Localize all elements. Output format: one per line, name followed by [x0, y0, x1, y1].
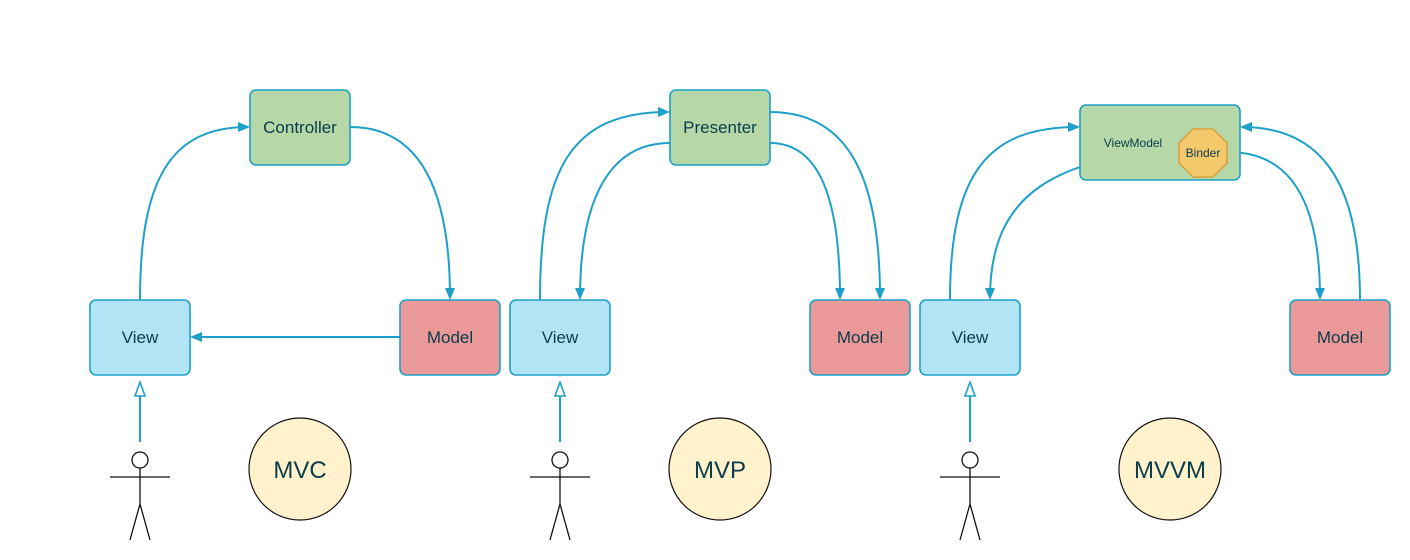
mvp-model-label: Model [837, 328, 883, 347]
mvc-controller-label: Controller [263, 118, 337, 137]
mvvm-model-node: Model [1289, 299, 1391, 376]
mvp-view-node: View [509, 299, 611, 376]
mvc-badge: MVC [248, 417, 352, 521]
mvp-view-label: View [542, 328, 579, 347]
mvp-view-to-presenter-edge [539, 107, 670, 301]
mvc-model-label: Model [427, 328, 473, 347]
mvvm-badge-label: MVVM [1134, 457, 1206, 484]
mvp-badge-label: MVP [694, 457, 746, 484]
mvp-presenter-node: Presenter [669, 89, 771, 166]
mvvm-view-node: View [919, 299, 1021, 376]
mvp-presenter-to-view-edge [575, 142, 671, 300]
mvvm-model-to-viewmodel-edge [1240, 122, 1361, 301]
mvvm-badge: MVVM [1118, 417, 1222, 521]
mvvm-viewmodel-to-model-edge [1227, 151, 1325, 300]
mvp-presenter-label: Presenter [683, 118, 757, 137]
mvp-model-node: Model [809, 299, 911, 376]
mvc-controller-to-model-edge [349, 126, 455, 300]
mvp-presenter-to-model-edge-b [769, 111, 885, 300]
mvc-view-to-controller-edge [139, 122, 250, 301]
mvc-view-node: View [89, 299, 191, 376]
mvvm-viewmodel-node: ViewModel Binder [1079, 104, 1241, 181]
mvc-section: Controller View Model MVC [89, 89, 501, 541]
mvvm-viewmodel-label: ViewModel [1104, 136, 1162, 150]
mvc-view-label: View [122, 328, 159, 347]
mvvm-view-to-viewmodel-edge [949, 122, 1080, 301]
mvvm-view-label: View [952, 328, 989, 347]
mvp-section: Presenter View Model MVP [509, 89, 911, 541]
mvc-model-node: Model [399, 299, 501, 376]
mvvm-actor-icon [940, 451, 1000, 541]
mvp-actor-icon [530, 451, 590, 541]
mvp-badge: MVP [668, 417, 772, 521]
mvp-presenter-to-model-edge-a [769, 142, 845, 300]
mvc-actor-icon [110, 451, 170, 541]
mvc-badge-label: MVC [273, 457, 326, 484]
mvvm-section: ViewModel Binder View Model MVVM [919, 104, 1391, 541]
binder-label: Binder [1186, 146, 1221, 160]
mvc-controller-node: Controller [249, 89, 351, 166]
binder-node: Binder [1178, 128, 1228, 178]
mvvm-model-label: Model [1317, 328, 1363, 347]
